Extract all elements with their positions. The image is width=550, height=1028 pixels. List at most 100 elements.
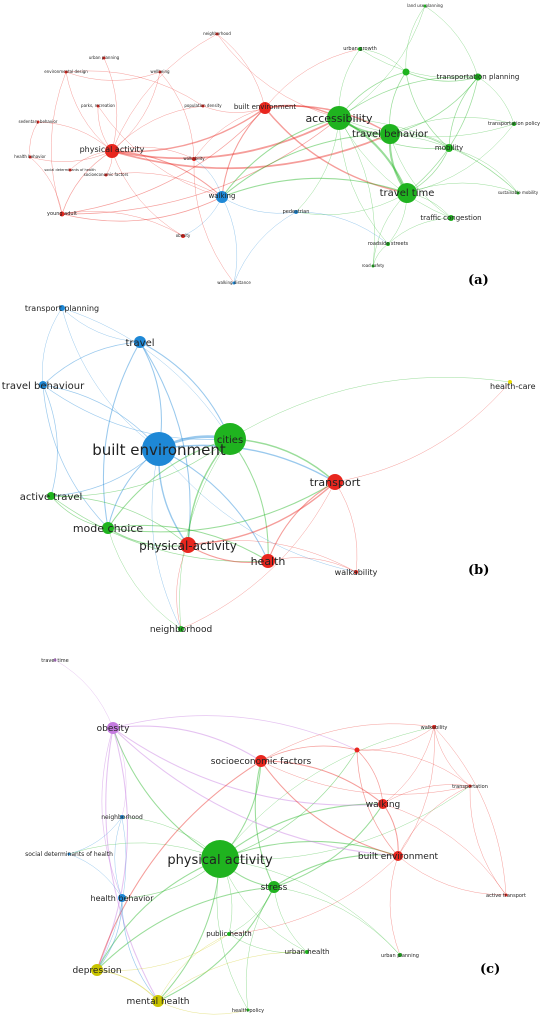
node-roadside-streets[interactable] [386,242,390,246]
node-built-environment[interactable] [142,432,176,466]
node-travel-behavior[interactable] [380,124,400,144]
node-walking[interactable] [216,191,228,203]
node-health-behavior[interactable] [28,155,32,159]
node-active-travel[interactable] [47,492,55,500]
edge-young-adult-obesity [61,211,184,237]
node-travel[interactable] [134,336,146,348]
node-urban-planning[interactable] [398,953,402,957]
node-wellbeing[interactable] [158,70,162,74]
node-walkability[interactable] [192,157,196,161]
edge-socioeconomic-factors-ghost-red [260,745,358,762]
node-transport-planning[interactable] [59,305,65,311]
node-traffic-congestion[interactable] [448,215,454,221]
node-depression[interactable] [91,964,103,976]
node-cities[interactable] [214,423,246,455]
edge-transport-health-care [334,381,511,483]
node-walkability[interactable] [432,725,436,729]
node-active-transport[interactable] [504,893,508,897]
node-sustainable-mobility[interactable] [516,191,520,195]
edge-public-health-urban-health [228,933,308,954]
edge-physical-activity-urban-planning-a [103,57,118,152]
node-mode-choice[interactable] [102,522,114,534]
node-socioeconomic-factors[interactable] [255,755,267,767]
node-health-behavior[interactable] [118,894,126,902]
node-label-environmental-design: environmental design [44,69,88,74]
edge-obesity-neighborhood [112,727,127,818]
edge-walkability-walking-distance [193,158,235,284]
node-sedentary-behavior[interactable] [36,120,40,124]
node-public-health[interactable] [227,932,231,936]
node-social-determinants[interactable] [67,852,71,856]
node-transportation[interactable] [468,784,472,788]
edge-physical-activity-ghost-red [219,749,358,860]
edge-parks-recreation-walking [97,105,223,198]
edge-travel-behavior-transportation-policy [389,117,515,135]
edge-mental-health-urban-health [157,951,308,1002]
edge-transportation-planning-land-use-planning [424,5,479,78]
node-travel-time[interactable] [53,658,57,662]
node-urban-growth[interactable] [358,47,362,51]
node-label-land-use-planning: land use planning [407,3,443,8]
node-built-environment[interactable] [259,102,271,114]
node-walking-distance[interactable] [232,281,236,285]
node-label-built-environment: built environment [234,103,297,111]
edge-socioeconomic-factors-transportation [260,760,471,795]
edge-physical-activity-transportation [219,785,471,861]
edge-physical-activity-sedentary-behavior [37,121,113,152]
node-parks-recreation[interactable] [96,104,100,108]
edge-cities-neighborhood [179,438,231,630]
edge-obesity-depression [96,727,128,971]
node-label-transport-planning: transport planning [25,304,99,313]
node-environmental-design[interactable] [64,70,68,74]
node-label-sedentary-behavior: sedentary behavior [19,119,58,124]
node-ghost-red[interactable] [354,747,360,753]
node-physical-activity[interactable] [105,144,119,158]
node-travel-time[interactable] [397,183,417,203]
node-ghost-green[interactable] [402,68,410,76]
edge-built-environment-young-adult [61,107,266,215]
node-health-policy[interactable] [246,1008,250,1012]
edge-health-behavior-sedentary-behavior [29,121,39,158]
node-built-environment[interactable] [393,851,403,861]
node-pedestrian[interactable] [294,210,298,214]
edge-physical-activity-built-environment [111,107,266,153]
node-accessibility[interactable] [327,106,351,130]
edge-walking-transportation [382,784,471,805]
edge-built-environment-urban-growth [264,48,361,109]
edge-mode-choice-transport [107,481,336,533]
node-transport[interactable] [327,474,343,490]
node-socioeconomic-factors[interactable] [104,173,108,177]
node-urban-planning-a[interactable] [102,56,106,60]
node-road-safety[interactable] [371,264,375,268]
node-label-mobility: mobility [435,144,463,152]
edge-built-environment-transport-planning [61,307,160,450]
edge-built-environment-urban-planning [389,855,401,956]
node-urban-health[interactable] [305,950,309,954]
node-walkability[interactable] [354,570,358,574]
node-travel-behaviour[interactable] [39,381,47,389]
node-walking[interactable] [378,799,388,809]
node-young-adult[interactable] [59,211,65,217]
node-population-density[interactable] [201,104,205,108]
node-mental-health[interactable] [152,995,164,1007]
node-mobility[interactable] [445,144,453,152]
edge-transport-planning-travel-behaviour [42,307,63,386]
node-neighborhood[interactable] [215,32,219,36]
node-physical-activity[interactable] [201,840,239,878]
node-obesity[interactable] [107,722,119,734]
node-transportation-planning[interactable] [474,73,482,81]
edge-accessibility-transportation-policy [338,117,515,138]
node-transportation-policy[interactable] [512,122,516,126]
edge-transportation-active-transport [469,785,507,896]
node-neighborhood[interactable] [120,815,124,819]
node-health-care[interactable] [508,380,512,384]
edge-transport-health [267,481,336,562]
node-social-determinants[interactable] [68,168,72,172]
node-land-use-planning[interactable] [423,4,427,8]
node-neighborhood[interactable] [178,626,184,632]
node-physical-activity[interactable] [180,537,196,553]
node-health[interactable] [261,554,275,568]
node-stress[interactable] [268,881,280,893]
node-obesity[interactable] [181,234,185,238]
edge-neighborhood-health-behavior [114,816,123,899]
